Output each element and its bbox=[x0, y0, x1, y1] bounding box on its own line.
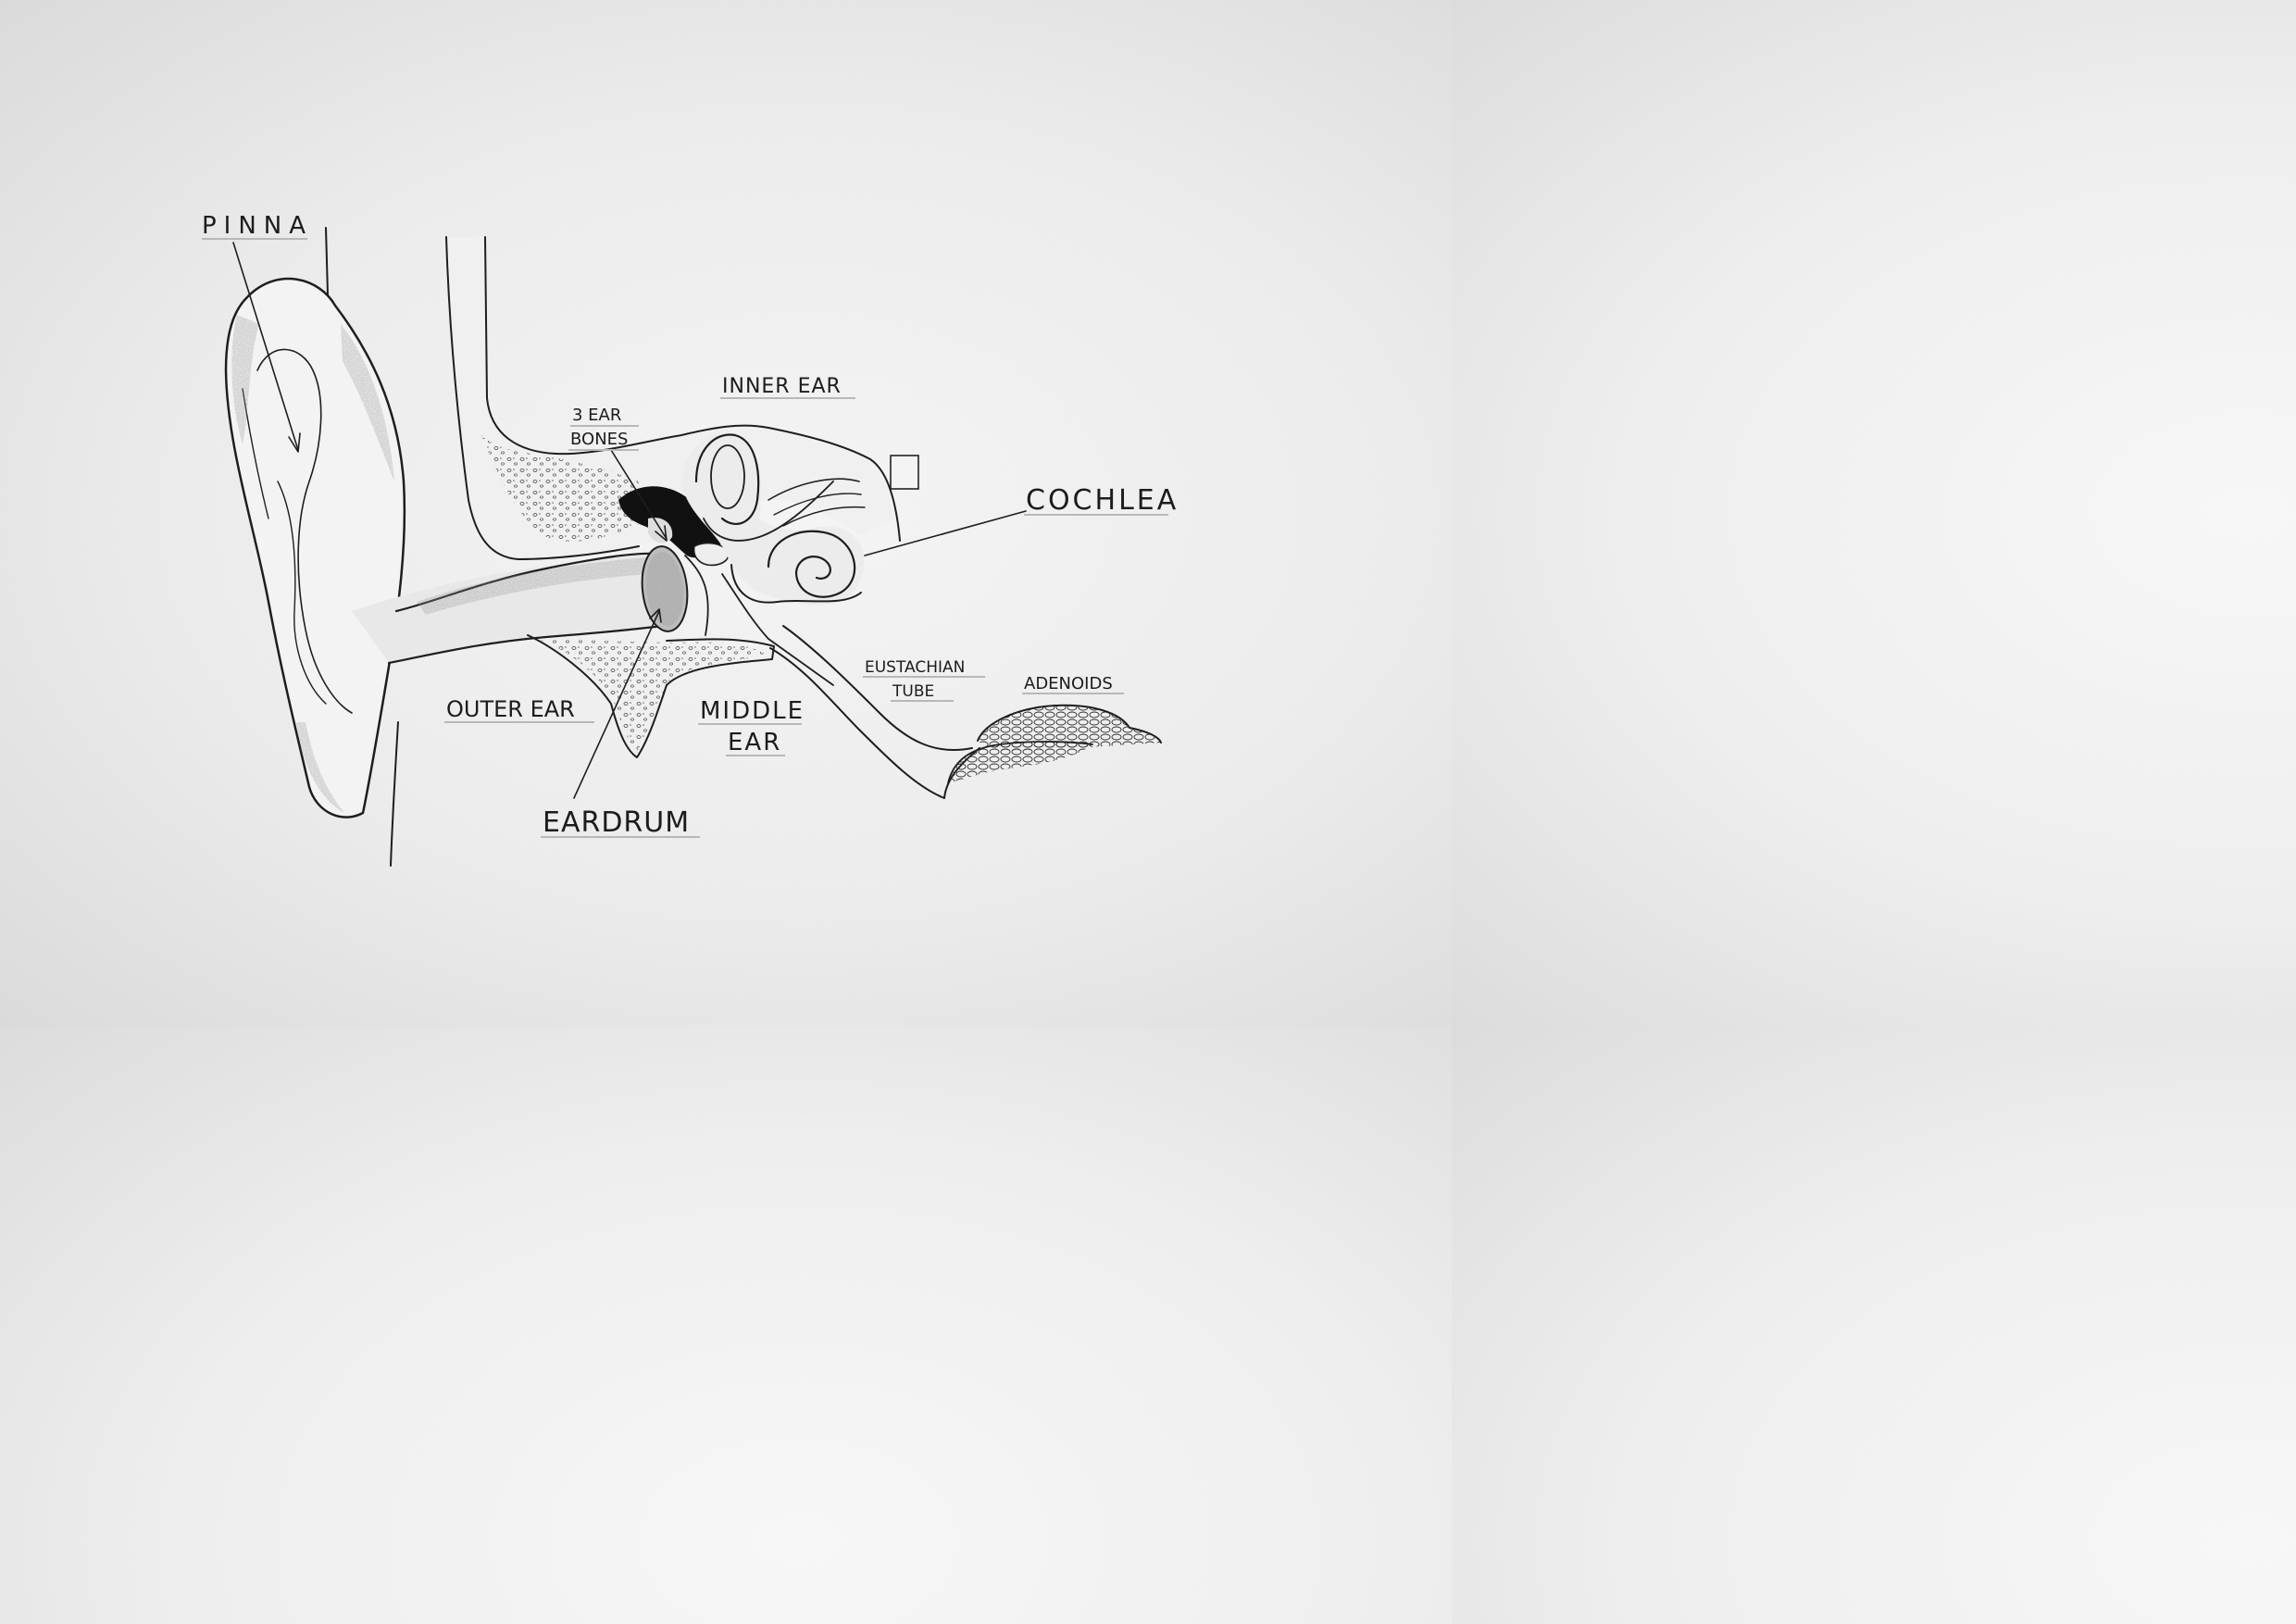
ear-bones-label-line2: BONES bbox=[570, 430, 628, 449]
eardrum-label: EARDRUM bbox=[543, 806, 690, 839]
eustachian-label-group: EUSTACHIAN TUBE bbox=[863, 658, 985, 702]
cochlea-label-group: COCHLEA bbox=[1024, 484, 1179, 517]
eustachian-label-line2: TUBE bbox=[892, 682, 934, 701]
inner-ear-label-group: INNER EAR bbox=[720, 375, 855, 399]
inner-ear bbox=[681, 432, 919, 606]
eardrum-label-group: EARDRUM bbox=[541, 806, 700, 839]
ear-canal bbox=[352, 552, 665, 665]
ear-anatomy-diagram: PINNA INNER EAR 3 EAR BONES COCHLEA EUST… bbox=[202, 212, 1179, 867]
adenoids-label: ADENOIDS bbox=[1024, 674, 1113, 693]
temporal-bone bbox=[445, 236, 901, 758]
pinna-label: PINNA bbox=[202, 212, 313, 240]
outer-ear-label-group: OUTER EAR bbox=[444, 696, 594, 723]
eardrum-shape bbox=[641, 545, 689, 632]
middle-ear-cavity bbox=[684, 555, 834, 686]
eardrum-arrow bbox=[573, 608, 662, 799]
middle-ear-label-line1: MIDDLE bbox=[700, 697, 805, 725]
middle-ear-label-group: MIDDLE EAR bbox=[698, 697, 805, 756]
eustachian-label-line1: EUSTACHIAN bbox=[865, 658, 965, 677]
inner-ear-label: INNER EAR bbox=[722, 375, 842, 398]
adenoids-label-group: ADENOIDS bbox=[1022, 674, 1124, 694]
adenoids-shape bbox=[947, 704, 1162, 784]
ear-bones-arrow bbox=[610, 449, 668, 542]
outer-ear-label: OUTER EAR bbox=[446, 696, 575, 722]
pinna-label-group: PINNA bbox=[202, 212, 313, 240]
pinna-arrow bbox=[232, 242, 301, 453]
middle-ear-label-line2: EAR bbox=[728, 729, 781, 756]
cochlea-arrow bbox=[864, 510, 1027, 556]
head-outline bbox=[325, 227, 399, 867]
pinna-shape bbox=[224, 277, 406, 818]
ear-bones-label-line1: 3 EAR bbox=[572, 406, 621, 425]
ear-bones-label-group: 3 EAR BONES bbox=[568, 406, 639, 451]
cochlea-label: COCHLEA bbox=[1026, 484, 1179, 517]
